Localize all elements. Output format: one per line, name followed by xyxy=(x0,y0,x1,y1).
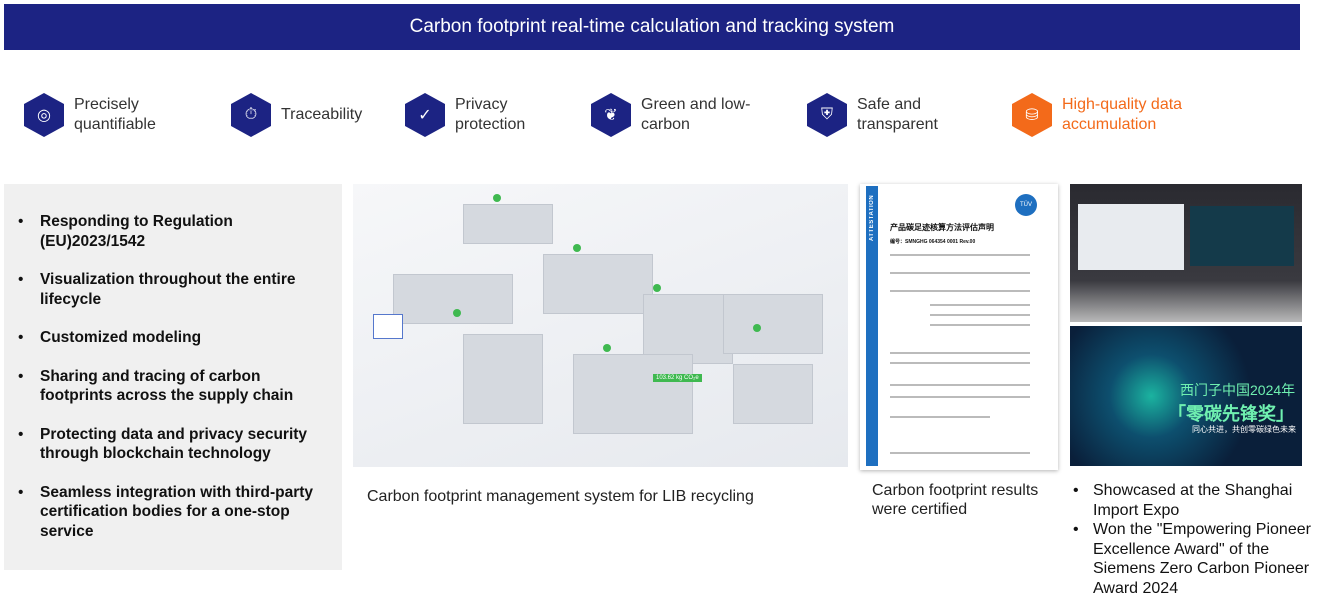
shield-icon: ⛨ xyxy=(807,93,847,137)
award-photo: 西门子中国2024年 「零碳先锋奖」 同心共进，共创零碳绿色未来 xyxy=(1070,326,1302,466)
list-item: •Visualization throughout the entire lif… xyxy=(18,271,296,308)
certificate-image: ATTESTATION TÜV 产品碳足迹核算方法评估声明 编号：SMNGHG … xyxy=(860,184,1058,470)
list-item: •Protecting data and privacy security th… xyxy=(18,425,308,463)
list-item: •Seamless integration with third-party c… xyxy=(18,483,314,540)
carbon-readout: 103.62 kg CO₂e xyxy=(653,374,702,382)
recycling-plant-illustration: 103.62 kg CO₂e xyxy=(353,184,848,467)
list-item: •Won the "Empowering Pioneer Excellence … xyxy=(1073,521,1311,597)
tuv-logo: TÜV xyxy=(1015,194,1037,216)
feature-traceability: ⏱Traceability xyxy=(231,93,362,137)
certificate-number: 编号：SMNGHG 064354 0001 Rev.00 xyxy=(890,239,976,245)
feature-privacy-protection: ✓Privacy protection xyxy=(405,93,525,137)
target-icon: ◎ xyxy=(24,93,64,137)
list-item: •Customized modeling xyxy=(18,329,202,346)
capabilities-list: •Responding to Regulation (EU)2023/1542 … xyxy=(4,184,342,570)
feature-green-low-carbon: ❦Green and low- carbon xyxy=(591,93,750,137)
feature-precisely-quantifiable: ◎Precisely quantifiable xyxy=(24,93,156,137)
certificate-side-strip: ATTESTATION xyxy=(866,186,878,466)
stopwatch-icon: ⏱ xyxy=(231,93,271,137)
certificate-caption: Carbon footprint results were certified xyxy=(872,482,1039,518)
certificate-title: 产品碳足迹核算方法评估声明 xyxy=(890,223,994,232)
leaf-icon: ❦ xyxy=(591,93,631,137)
list-item: •Responding to Regulation (EU)2023/1542 xyxy=(18,213,233,250)
feature-data-accumulation: ⛁High-quality data accumulation xyxy=(1012,93,1182,137)
list-item: •Showcased at the Shanghai Import Expo xyxy=(1073,482,1293,519)
feature-safe-transparent: ⛨Safe and transparent xyxy=(807,93,938,137)
database-icon: ⛁ xyxy=(1012,93,1052,137)
plant-caption: Carbon footprint management system for L… xyxy=(367,488,754,505)
achievements-list: •Showcased at the Shanghai Import Expo •… xyxy=(1073,481,1318,598)
expo-photo xyxy=(1070,184,1302,322)
list-item: •Sharing and tracing of carbon footprint… xyxy=(18,367,294,405)
shield-check-icon: ✓ xyxy=(405,93,445,137)
certificate-side-label: ATTESTATION xyxy=(869,194,875,242)
page-title: Carbon footprint real-time calculation a… xyxy=(4,4,1300,50)
